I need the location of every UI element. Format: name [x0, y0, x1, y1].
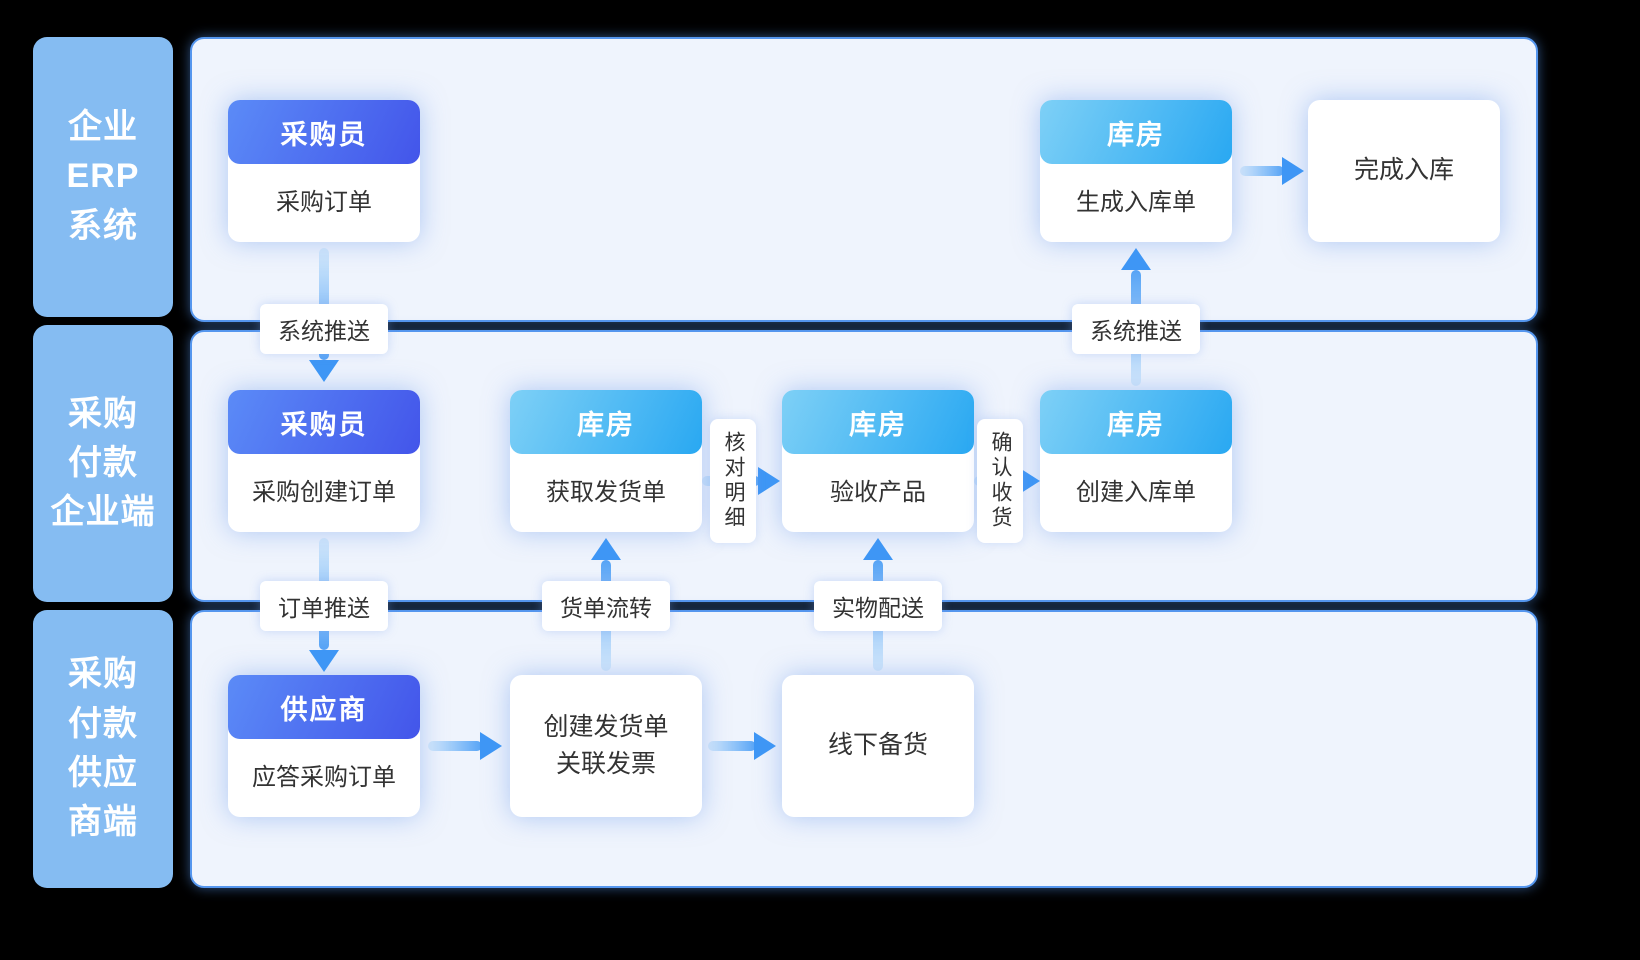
connector-label-check-detail: 核对明细 [710, 419, 756, 543]
card-body: 生成入库单 [1076, 189, 1196, 216]
arrow-erp-done-shaft [1240, 166, 1284, 176]
card-body: 创建入库单 [1076, 479, 1196, 506]
connector-label-order-push: 订单推送 [260, 581, 388, 631]
connector-label-waybill-flow: 货单流转 [542, 581, 670, 631]
card-header: 库房 [1040, 390, 1232, 454]
connector-label-physical-delivery: 实物配送 [814, 581, 942, 631]
card-ent-buyer: 采购员 采购创建订单 [228, 390, 420, 532]
card-header: 库房 [782, 390, 974, 454]
arrow-sys-push-right-head [1121, 248, 1151, 270]
card-erp-done: 完成入库 [1308, 100, 1500, 242]
card-ent-wh-check: 库房 验收产品 [782, 390, 974, 532]
arrow-confirm-receipt-head [1018, 467, 1040, 495]
card-body: 应答采购订单 [252, 764, 396, 791]
arrow-waybill-flow-head [591, 538, 621, 560]
card-ent-wh-get: 库房 获取发货单 [510, 390, 702, 532]
lane-label-erp: 企业 ERP 系统 [33, 37, 173, 317]
card-header: 库房 [1040, 100, 1232, 164]
lane-label-supplier: 采购 付款 供应 商端 [33, 610, 173, 888]
card-body: 线下备货 [827, 731, 928, 760]
arrow-supplier-ship-head [480, 732, 502, 760]
card-sup-supplier: 供应商 应答采购订单 [228, 675, 420, 817]
arrow-check-detail-head [758, 467, 780, 495]
card-ent-wh-create: 库房 创建入库单 [1040, 390, 1232, 532]
card-header: 供应商 [228, 675, 420, 739]
connector-label-sys-push-left: 系统推送 [260, 304, 388, 354]
card-body: 获取发货单 [546, 479, 666, 506]
card-body: 创建发货单 关联发票 [543, 712, 669, 779]
card-header: 库房 [510, 390, 702, 454]
card-body: 采购订单 [276, 189, 372, 216]
lane-label-enterprise: 采购 付款 企业端 [33, 325, 173, 602]
card-header: 采购员 [228, 390, 420, 454]
arrow-ship-stock-shaft [708, 741, 756, 751]
arrow-supplier-ship-shaft [428, 741, 482, 751]
card-erp-buyer: 采购员 采购订单 [228, 100, 420, 242]
card-body: 验收产品 [830, 479, 926, 506]
arrow-ship-stock-head [754, 732, 776, 760]
arrow-sys-push-left-head [309, 360, 339, 382]
card-erp-warehouse: 库房 生成入库单 [1040, 100, 1232, 242]
card-sup-stock: 线下备货 [782, 675, 974, 817]
card-header: 采购员 [228, 100, 420, 164]
card-body: 完成入库 [1353, 156, 1454, 185]
card-sup-ship: 创建发货单 关联发票 [510, 675, 702, 817]
card-body: 采购创建订单 [252, 479, 396, 506]
arrow-order-push-head [309, 650, 339, 672]
connector-label-sys-push-right: 系统推送 [1072, 304, 1200, 354]
arrow-physical-delivery-head [863, 538, 893, 560]
connector-label-confirm-receipt: 确认收货 [977, 419, 1023, 543]
arrow-erp-done-head [1282, 157, 1304, 185]
